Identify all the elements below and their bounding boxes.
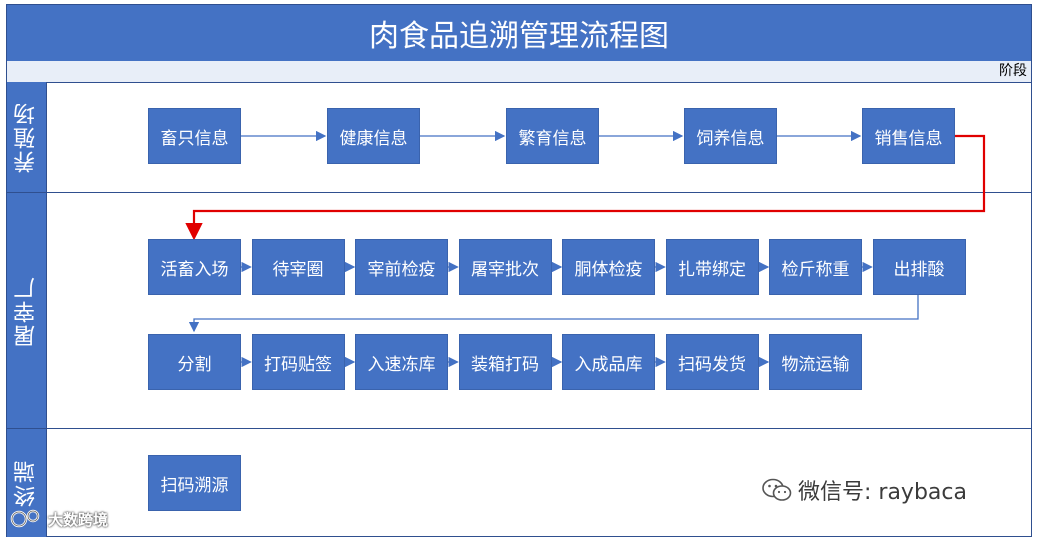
- lane-farm: 养殖场: [7, 82, 1031, 193]
- wechat-icon: [762, 478, 792, 501]
- slaughter-step-box: 打码贴签: [251, 334, 345, 390]
- slaughter-step-box: 待宰圈: [251, 239, 345, 295]
- slaughter-step-box: 入成品库: [562, 334, 655, 390]
- terminal-step-box: 扫码溯源: [148, 455, 241, 511]
- slaughter-step-box: 物流运输: [769, 334, 862, 390]
- phase-label: 阶段: [999, 63, 1027, 79]
- brand-logo-icon: [10, 509, 40, 528]
- diagram-title: 肉食品追溯管理流程图: [7, 5, 1031, 62]
- slaughter-step-box: 屠宰批次: [458, 239, 552, 295]
- farm-step-box: 畜只信息: [148, 108, 241, 164]
- slaughter-step-box: 出排酸: [872, 239, 966, 295]
- slaughter-step-box: 装箱打码: [458, 334, 552, 390]
- farm-step-box: 饲养信息: [684, 108, 777, 164]
- farm-step-box: 繁育信息: [506, 108, 599, 164]
- brand-watermark-text: 大数跨境: [48, 510, 109, 529]
- lane-header-farm: 养殖场: [7, 82, 47, 192]
- slaughter-step-box: 扫码发货: [665, 334, 759, 390]
- slaughter-step-box: 扎带绑定: [665, 239, 759, 295]
- farm-step-box: 销售信息: [862, 108, 955, 164]
- wechat-watermark: 微信号: raybaca: [762, 474, 967, 506]
- slaughter-step-box: 入速冻库: [355, 334, 448, 390]
- brand-watermark: 大数跨境: [10, 508, 108, 530]
- row-wrap-arrow: [188, 295, 919, 333]
- slaughter-step-box: 宰前检疫: [355, 239, 448, 295]
- slaughter-step-box: 活畜入场: [148, 239, 241, 295]
- phase-bar: 阶段: [7, 61, 1031, 83]
- slaughter-step-box: 分割: [148, 334, 241, 390]
- slaughter-step-box: 胴体检疫: [562, 239, 655, 295]
- farm-to-slaughter-arrow: [185, 134, 986, 241]
- lane-slaughter: 屠宰厂: [7, 193, 1031, 429]
- wechat-watermark-text: 微信号: raybaca: [798, 480, 967, 505]
- farm-step-box: 健康信息: [327, 108, 420, 164]
- lane-header-slaughter: 屠宰厂: [7, 193, 47, 428]
- slaughter-step-box: 检斤称重: [769, 239, 862, 295]
